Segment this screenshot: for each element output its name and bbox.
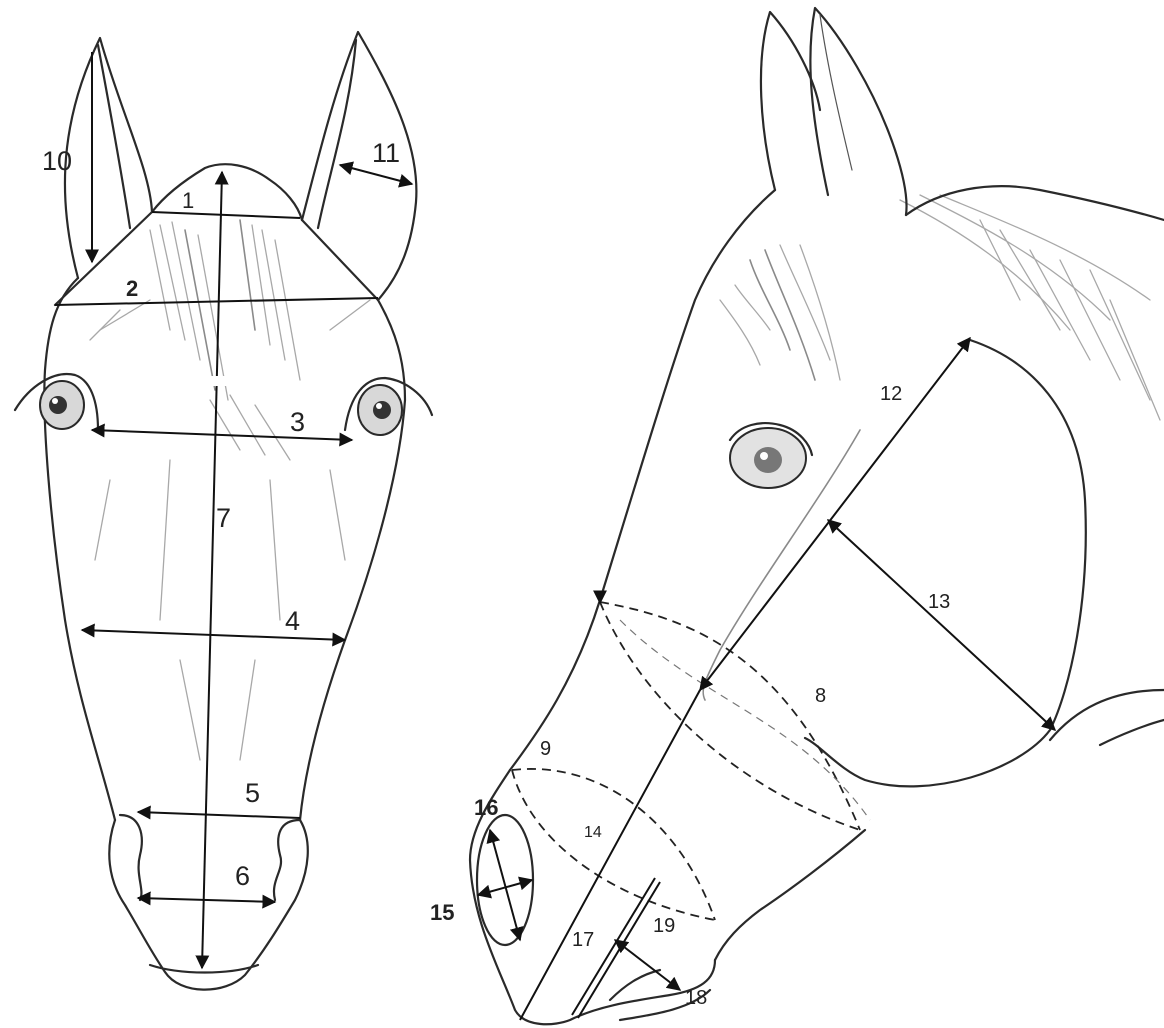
measure-line-18 [615, 940, 680, 990]
label-15: 15 [430, 900, 454, 925]
right-eye [345, 378, 432, 435]
side-nostril [477, 815, 533, 945]
measure-line-2 [55, 298, 378, 305]
left-ear [65, 38, 152, 278]
measure-line-7 [202, 172, 222, 968]
label-17: 17 [572, 929, 594, 951]
measure-line-6 [138, 898, 275, 902]
dashed-curve-9a [512, 769, 715, 920]
measure-line-4 [82, 630, 345, 640]
right-nostril [274, 820, 300, 900]
neck-underline [1050, 690, 1164, 740]
mouth-line [610, 970, 660, 1000]
dashed-curve-8a [600, 602, 860, 830]
muzzle-profile [470, 770, 715, 1024]
label-6: 6 [235, 861, 250, 891]
label-4: 4 [285, 606, 300, 636]
label-7: 7 [216, 503, 231, 533]
side-ear-front [810, 8, 906, 215]
label-1: 1 [182, 188, 194, 213]
side-ear-inner [820, 15, 852, 170]
head-outline-left [44, 278, 115, 820]
face-profile [510, 190, 775, 770]
dashed-curve-9b [512, 770, 715, 920]
label-8: 8 [815, 685, 826, 707]
label-12: 12 [880, 383, 902, 405]
label-11: 11 [372, 138, 400, 168]
mane-shading [720, 195, 1160, 420]
forehead-right-line [302, 220, 378, 300]
crest-outline [906, 186, 1164, 220]
dashed-curve-8b [600, 602, 860, 830]
side-view: 12 13 8 9 14 15 16 17 18 19 [430, 8, 1164, 1024]
forelock-gap [185, 376, 290, 386]
label-3: 3 [290, 407, 305, 437]
left-nostril [120, 815, 142, 900]
dashed-curve-inner [620, 620, 870, 820]
lip-line [150, 965, 258, 973]
measure-line-13 [828, 520, 1055, 730]
forelock-outline [152, 164, 302, 220]
label-9: 9 [540, 738, 551, 760]
measure-line-3 [92, 430, 352, 440]
label-16: 16 [474, 795, 498, 820]
neck-throat [1100, 720, 1164, 745]
label-13: 13 [928, 591, 950, 613]
side-eye [730, 423, 812, 488]
label-19: 19 [653, 915, 675, 937]
label-18: 18 [685, 987, 707, 1009]
measure-line-1 [152, 212, 300, 218]
label-5: 5 [245, 778, 260, 808]
label-2: 2 [126, 276, 138, 301]
left-eye [15, 374, 98, 430]
left-ear-inner [98, 45, 130, 228]
front-view: 1 2 3 4 5 6 7 10 11 [15, 32, 432, 990]
label-10: 10 [42, 146, 72, 176]
measure-line-5 [138, 812, 300, 818]
label-14: 14 [584, 824, 602, 841]
chin-groove [715, 830, 865, 960]
measure-line-12 [700, 338, 970, 690]
